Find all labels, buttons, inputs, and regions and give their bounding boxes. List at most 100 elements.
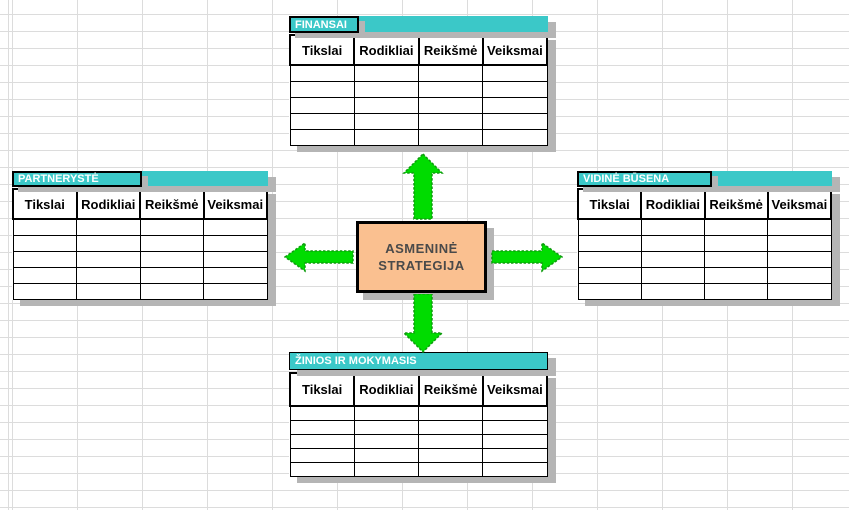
empty-cell[interactable]	[577, 234, 642, 252]
empty-cell[interactable]	[353, 128, 420, 146]
empty-cell[interactable]	[767, 234, 832, 252]
empty-cell[interactable]	[417, 433, 484, 449]
empty-cell[interactable]	[577, 266, 642, 284]
empty-cell[interactable]	[289, 128, 355, 146]
empty-cell[interactable]	[353, 96, 420, 114]
vidine-busena-table: Tikslai Rodikliai Reikšmė Veiksmai	[576, 188, 833, 300]
empty-cell[interactable]	[76, 266, 141, 284]
empty-cell[interactable]	[767, 218, 832, 236]
empty-cell[interactable]	[203, 234, 268, 252]
empty-cell[interactable]	[76, 282, 141, 300]
finansai-title-cell[interactable]: FINANSAI	[289, 16, 359, 33]
empty-cell[interactable]	[353, 461, 420, 477]
arrow-up[interactable]	[402, 153, 444, 220]
empty-cell[interactable]	[353, 447, 420, 463]
empty-cell[interactable]	[417, 80, 484, 98]
arrow-right[interactable]	[491, 241, 563, 273]
empty-cell[interactable]	[76, 218, 141, 236]
empty-cell[interactable]	[353, 433, 420, 449]
empty-cell[interactable]	[417, 405, 484, 421]
empty-cell[interactable]	[577, 218, 642, 236]
empty-cell[interactable]	[289, 405, 355, 421]
empty-cell[interactable]	[289, 447, 355, 463]
finansai-banner[interactable]: FINANSAI	[289, 16, 548, 33]
empty-cell[interactable]	[482, 447, 548, 463]
empty-cell[interactable]	[417, 112, 484, 130]
arrow-down[interactable]	[402, 294, 444, 353]
empty-cell[interactable]	[577, 282, 642, 300]
empty-cell[interactable]	[703, 250, 769, 268]
empty-cell[interactable]	[289, 64, 355, 82]
empty-cell[interactable]	[482, 419, 548, 435]
empty-cell[interactable]	[12, 250, 77, 268]
empty-cell[interactable]	[417, 419, 484, 435]
empty-cell[interactable]	[289, 80, 355, 98]
empty-cell[interactable]	[417, 96, 484, 114]
empty-cell[interactable]	[640, 218, 706, 236]
partneryste-table: Tikslai Rodikliai Reikšmė Veiksmai	[12, 188, 268, 300]
empty-cell[interactable]	[203, 218, 268, 236]
empty-cell[interactable]	[577, 250, 642, 268]
empty-cell[interactable]	[703, 234, 769, 252]
empty-cell[interactable]	[482, 461, 548, 477]
empty-cell[interactable]	[767, 266, 832, 284]
empty-cell[interactable]	[417, 461, 484, 477]
empty-cell[interactable]	[289, 461, 355, 477]
empty-cell[interactable]	[76, 234, 141, 252]
empty-cell[interactable]	[767, 250, 832, 268]
empty-cell[interactable]	[482, 64, 548, 82]
table-row	[289, 80, 548, 98]
empty-cell[interactable]	[12, 266, 77, 284]
empty-cell[interactable]	[482, 405, 548, 421]
empty-cell[interactable]	[640, 234, 706, 252]
vidine-busena-banner[interactable]: VIDINĖ BŪSENA	[577, 171, 832, 187]
empty-cell[interactable]	[417, 447, 484, 463]
column-header-tikslai: Tikslai	[12, 188, 78, 220]
empty-cell[interactable]	[139, 250, 204, 268]
empty-cell[interactable]	[703, 282, 769, 300]
column-header-veiksmai: Veiksmai	[766, 188, 833, 220]
empty-cell[interactable]	[12, 218, 77, 236]
vidine-busena-title-cell[interactable]: VIDINĖ BŪSENA	[577, 171, 712, 187]
empty-cell[interactable]	[76, 250, 141, 268]
empty-cell[interactable]	[353, 80, 420, 98]
table-row	[289, 447, 548, 463]
empty-cell[interactable]	[289, 112, 355, 130]
empty-cell[interactable]	[482, 433, 548, 449]
empty-cell[interactable]	[482, 112, 548, 130]
arrow-left[interactable]	[284, 241, 354, 273]
empty-cell[interactable]	[139, 234, 204, 252]
empty-cell[interactable]	[289, 419, 355, 435]
empty-cell[interactable]	[12, 234, 77, 252]
partneryste-title-cell[interactable]: PARTNERYSTĖ	[12, 171, 142, 187]
empty-cell[interactable]	[640, 266, 706, 284]
empty-cell[interactable]	[703, 218, 769, 236]
empty-cell[interactable]	[353, 64, 420, 82]
empty-cell[interactable]	[482, 96, 548, 114]
empty-cell[interactable]	[353, 419, 420, 435]
empty-cell[interactable]	[640, 282, 706, 300]
empty-cell[interactable]	[289, 96, 355, 114]
empty-cell[interactable]	[139, 266, 204, 284]
empty-cell[interactable]	[203, 250, 268, 268]
empty-cell[interactable]	[203, 266, 268, 284]
empty-cell[interactable]	[417, 128, 484, 146]
empty-cell[interactable]	[203, 282, 268, 300]
empty-cell[interactable]	[767, 282, 832, 300]
empty-cell[interactable]	[12, 282, 77, 300]
empty-cell[interactable]	[482, 128, 548, 146]
partneryste-banner[interactable]: PARTNERYSTĖ	[12, 171, 268, 187]
empty-cell[interactable]	[640, 250, 706, 268]
empty-cell[interactable]	[353, 112, 420, 130]
strategy-box[interactable]: ASMENINĖ STRATEGIJA	[356, 221, 487, 293]
zinios-banner[interactable]: ŽINIOS IR MOKYMASIS	[289, 352, 548, 370]
empty-cell[interactable]	[482, 80, 548, 98]
column-header-rodikliai: Rodikliai	[640, 188, 706, 220]
empty-cell[interactable]	[139, 282, 204, 300]
empty-cell[interactable]	[353, 405, 420, 421]
empty-cell[interactable]	[139, 218, 204, 236]
empty-cell[interactable]	[289, 433, 355, 449]
empty-cell[interactable]	[703, 266, 769, 284]
empty-cell[interactable]	[417, 64, 484, 82]
